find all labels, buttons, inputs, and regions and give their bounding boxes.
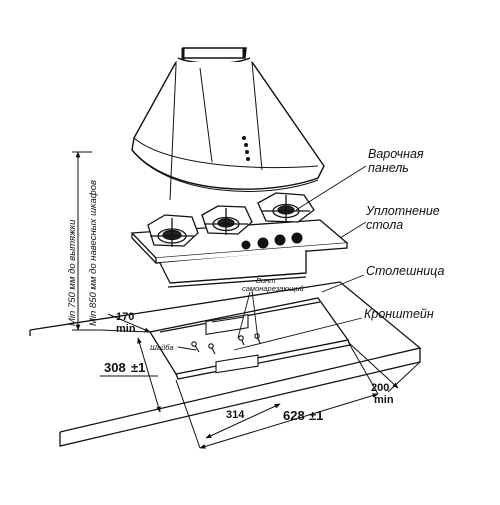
knob-2	[257, 237, 269, 249]
knob-1	[241, 240, 251, 250]
knob-3	[274, 234, 286, 246]
bracket-rear	[205, 314, 249, 336]
height-clearance-dimension	[72, 151, 100, 331]
range-hood	[131, 47, 325, 201]
knob-4	[291, 232, 303, 244]
dim-308-tol: ±1	[131, 360, 145, 375]
dim-200: 200	[371, 382, 389, 394]
hob-label: Варочная	[368, 147, 424, 161]
screw-label-2: самонарезающий	[242, 284, 305, 293]
dim-628: 628	[283, 408, 305, 423]
dim-314: 314	[226, 409, 245, 421]
countertop-label: Столешница	[366, 264, 444, 278]
screw-label: Винт	[256, 276, 276, 285]
dim-200-min: min	[374, 394, 394, 406]
min-hood-distance-label: Min 750 мм до вытяжки	[67, 219, 78, 326]
min-cabinet-distance-label: Min 850 мм до навесных шкафов	[88, 180, 99, 326]
dim-308: 308	[104, 360, 126, 375]
leader-lines	[177, 165, 367, 351]
washer-label: Шайба	[150, 343, 174, 352]
dimension-lines	[99, 313, 421, 449]
control-knobs	[241, 232, 303, 250]
hood-indicator-lights	[242, 136, 250, 161]
dim-170: 170	[116, 311, 134, 323]
burner-left	[147, 214, 199, 247]
mounting-brackets	[205, 314, 259, 374]
dim-170-min: min	[116, 323, 136, 335]
screws	[191, 333, 261, 355]
burner-center	[201, 205, 253, 235]
bracket-label: Кронштейн	[364, 307, 434, 321]
seal-label-2: стола	[366, 218, 403, 232]
hob-label-2: панель	[368, 161, 409, 175]
dim-628-tol: ±1	[309, 408, 323, 423]
seal-label: Уплотнение	[365, 204, 440, 218]
burner-right	[257, 192, 315, 223]
bracket-front	[215, 354, 259, 374]
